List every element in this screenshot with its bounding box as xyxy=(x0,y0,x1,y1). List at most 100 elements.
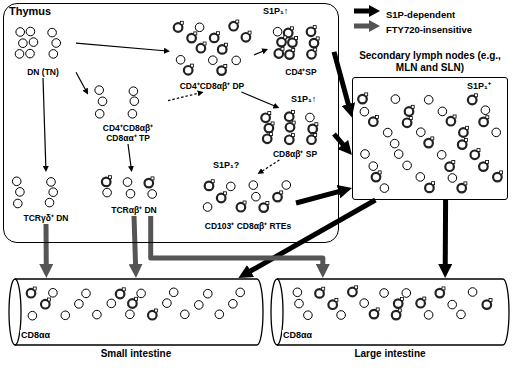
receptor-mark xyxy=(292,134,295,137)
organ-title: Thymus xyxy=(9,5,51,18)
label-stack: CD8αβ⁺ SP xyxy=(256,150,334,160)
cell xyxy=(103,188,112,197)
migration-arrow xyxy=(44,224,49,269)
receptor-mark xyxy=(268,112,271,115)
receptor-mark xyxy=(224,64,227,67)
receptor-label: S1P₁↑ xyxy=(262,6,289,16)
cell-cluster xyxy=(353,78,506,198)
label-stack: CD103⁺ CD8αβ⁺ RTEs xyxy=(200,222,296,232)
receptor-mark xyxy=(243,201,246,204)
receptor-mark xyxy=(281,47,284,50)
differentiation-arrow xyxy=(128,144,131,169)
cell xyxy=(163,299,172,308)
cell xyxy=(390,139,399,148)
cell xyxy=(48,28,57,37)
cell xyxy=(380,289,389,298)
population-label: CD8αβ⁺ SP xyxy=(256,150,334,160)
legend: S1P-dependentFTY720-insensitive xyxy=(352,4,472,34)
population-label: DN (TN) xyxy=(10,68,76,78)
cell xyxy=(337,311,346,320)
legend-text: FTY720-insensitive xyxy=(386,24,472,35)
receptor-mark xyxy=(409,117,412,120)
receptor-mark xyxy=(224,43,227,46)
label-stack: CD4⁺CD8αβ⁺ CD8αα⁺ TP xyxy=(88,124,168,144)
legend-arrow xyxy=(352,5,382,17)
cell xyxy=(424,311,433,320)
cell xyxy=(16,28,25,37)
cell-population: DN (TN) xyxy=(10,20,76,78)
receptor-mark xyxy=(216,32,219,35)
receptor-mark xyxy=(466,126,469,129)
cell xyxy=(360,107,369,116)
cell-population: CD4⁺CD8αβ⁺ CD8αα⁺ TP xyxy=(88,82,168,144)
label-stack: CD4⁺CD8αβ⁺ DP xyxy=(170,82,254,92)
receptor-mark xyxy=(108,176,111,179)
receptor-mark xyxy=(365,93,368,96)
cell xyxy=(273,27,282,36)
cell xyxy=(98,97,107,106)
receptor-mark xyxy=(211,180,214,183)
cell xyxy=(360,299,369,308)
cell xyxy=(129,87,138,96)
cell xyxy=(438,107,447,116)
receptor-mark xyxy=(452,161,455,164)
cell xyxy=(227,182,236,191)
cell xyxy=(369,162,378,171)
legend-arrow xyxy=(352,20,382,32)
migration-arrow xyxy=(334,52,350,109)
differentiation-arrow xyxy=(43,78,46,169)
receptor-mark xyxy=(316,37,319,40)
receptor-mark xyxy=(376,308,379,311)
receptor-mark xyxy=(155,309,158,312)
cell xyxy=(123,178,132,187)
receptor-mark xyxy=(376,116,379,119)
cell xyxy=(61,311,70,320)
cell xyxy=(304,311,313,320)
cell xyxy=(492,128,501,137)
differentiation-arrow xyxy=(168,93,201,101)
cell-cluster xyxy=(10,172,82,212)
label-stack: TCRγδ⁺ DN xyxy=(10,214,82,224)
receptor-label: S1P₁⁺ xyxy=(466,81,492,91)
population-label: TCRαβ⁺ DN xyxy=(96,206,172,216)
cell xyxy=(437,151,446,160)
cell xyxy=(383,128,392,137)
receptor-label: S1P₁↑ xyxy=(290,94,317,104)
label-stack: Thymus xyxy=(9,5,51,18)
cell xyxy=(95,86,104,95)
cell-label: CD8αα xyxy=(282,330,313,340)
cell-population: CD4⁺SP xyxy=(268,20,334,78)
receptor-mark xyxy=(486,160,489,163)
cell xyxy=(14,199,23,208)
cell xyxy=(49,289,58,298)
intestine-cylinder: Large intestine xyxy=(270,278,510,360)
cell xyxy=(232,56,241,65)
receptor-mark xyxy=(355,286,358,289)
organ-title: Large intestine xyxy=(270,348,510,360)
receptor-mark xyxy=(151,177,154,180)
arrow-head xyxy=(369,5,380,17)
receptor-mark xyxy=(194,32,197,35)
population-label: CD4⁺SP xyxy=(268,68,334,78)
cell xyxy=(195,301,204,310)
cell xyxy=(176,56,185,65)
receptor-mark xyxy=(248,31,251,34)
cell xyxy=(195,23,204,32)
cell xyxy=(126,189,135,198)
receptor-mark xyxy=(290,27,293,30)
receptor-mark xyxy=(269,133,272,136)
cell xyxy=(361,150,370,159)
population-label: CD4⁺CD8αβ⁺ CD8αα⁺ TP xyxy=(88,124,168,144)
differentiation-arrow xyxy=(76,43,167,51)
receptor-mark xyxy=(292,48,295,51)
receptor-mark xyxy=(486,116,489,119)
arrow-head xyxy=(369,20,380,32)
organ-title: Small intestine xyxy=(8,348,264,360)
organ-frame: Thymus DN (TN) CD4⁺CD8αβ⁺ CD8αα⁺ TP TCRγδ⁺ … xyxy=(3,3,339,243)
cell xyxy=(481,106,490,115)
label-stack: DN (TN) xyxy=(10,68,76,78)
receptor-mark xyxy=(280,191,283,194)
cell xyxy=(380,184,389,193)
cell xyxy=(130,97,139,106)
